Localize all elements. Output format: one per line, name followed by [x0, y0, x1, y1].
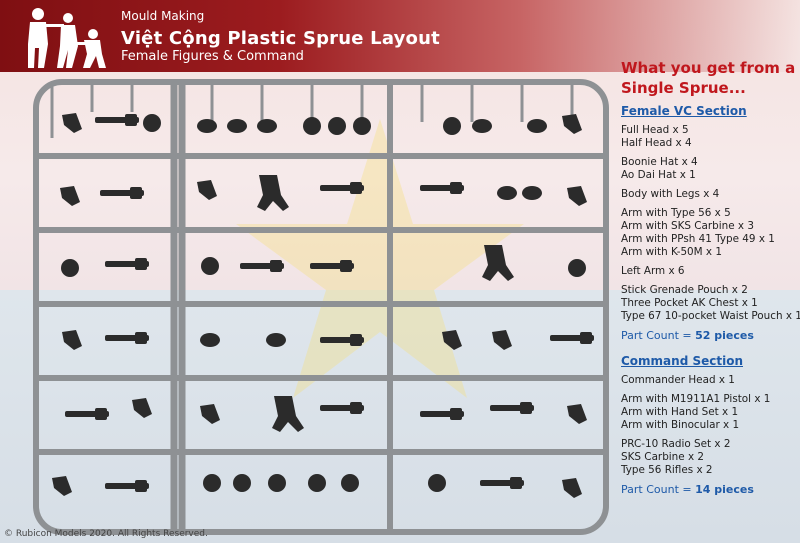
flag-star-icon	[236, 119, 524, 398]
list-item: Full Head x 5	[621, 124, 689, 136]
list-item: Stick Grenade Pouch x 2	[621, 284, 748, 296]
list-item: Left Arm x 6	[621, 265, 685, 277]
female-vc-section-title: Female VC Section	[621, 104, 747, 118]
female-vc-section: Female VC Section Full Head x 5 Half Hea…	[621, 104, 800, 342]
header-kicker: Mould Making	[121, 9, 205, 23]
copyright-notice: © Rubicon Models 2020. All Rights Reserv…	[4, 529, 208, 539]
list-item: Body with Legs x 4	[621, 188, 720, 200]
flag-blue-background	[0, 290, 800, 543]
list-item: Arm with Binocular x 1	[621, 419, 740, 431]
list-item: Arm with Type 56 x 5	[621, 207, 731, 219]
list-item: Boonie Hat x 4	[621, 156, 698, 168]
item-group: Stick Grenade Pouch x 2 Three Pocket AK …	[621, 284, 800, 323]
soldiers-logo-icon	[28, 8, 106, 68]
item-group: Arm with M1911A1 Pistol x 1 Arm with Han…	[621, 393, 799, 432]
list-item: Type 67 10-pocket Waist Pouch x 1	[621, 310, 800, 322]
item-group: Full Head x 5 Half Head x 4	[621, 124, 799, 150]
sprue-layout-image	[33, 79, 609, 535]
item-group: Commander Head x 1	[621, 374, 799, 387]
command-section: Command Section Commander Head x 1 Arm w…	[621, 354, 799, 496]
item-group: Boonie Hat x 4 Ao Dai Hat x 1	[621, 156, 799, 182]
list-item: Commander Head x 1	[621, 374, 735, 386]
list-item: Three Pocket AK Chest x 1	[621, 297, 758, 309]
list-item: Arm with SKS Carbine x 3	[621, 220, 754, 232]
list-item: Arm with Hand Set x 1	[621, 406, 739, 418]
list-item: Arm with K-50M x 1	[621, 246, 722, 258]
list-item: Half Head x 4	[621, 137, 692, 149]
item-group: Arm with Type 56 x 5 Arm with SKS Carbin…	[621, 207, 799, 259]
command-section-title: Command Section	[621, 354, 743, 368]
sprue-frame	[33, 79, 609, 535]
item-group: Left Arm x 6	[621, 265, 799, 278]
page-title: Việt Cộng Plastic Sprue Layout	[121, 28, 440, 49]
list-item: Arm with PPsh 41 Type 49 x 1	[621, 233, 775, 245]
contents-panel: What you get from a Single Sprue... Fema…	[621, 58, 800, 508]
header-banner	[0, 0, 800, 72]
female-vc-part-count: Part Count = 52 pieces	[621, 329, 754, 342]
command-part-count: Part Count = 14 pieces	[621, 483, 754, 496]
item-group: PRC-10 Radio Set x 2 SKS Carbine x 2 Typ…	[621, 438, 799, 477]
list-item: Ao Dai Hat x 1	[621, 169, 696, 181]
list-item: Type 56 Rifles x 2	[621, 464, 713, 476]
page-subtitle: Female Figures & Command	[121, 49, 304, 64]
panel-heading: What you get from a Single Sprue...	[621, 59, 796, 97]
item-group: Body with Legs x 4	[621, 188, 799, 201]
list-item: SKS Carbine x 2	[621, 451, 705, 463]
list-item: Arm with M1911A1 Pistol x 1	[621, 393, 771, 405]
list-item: PRC-10 Radio Set x 2	[621, 438, 731, 450]
